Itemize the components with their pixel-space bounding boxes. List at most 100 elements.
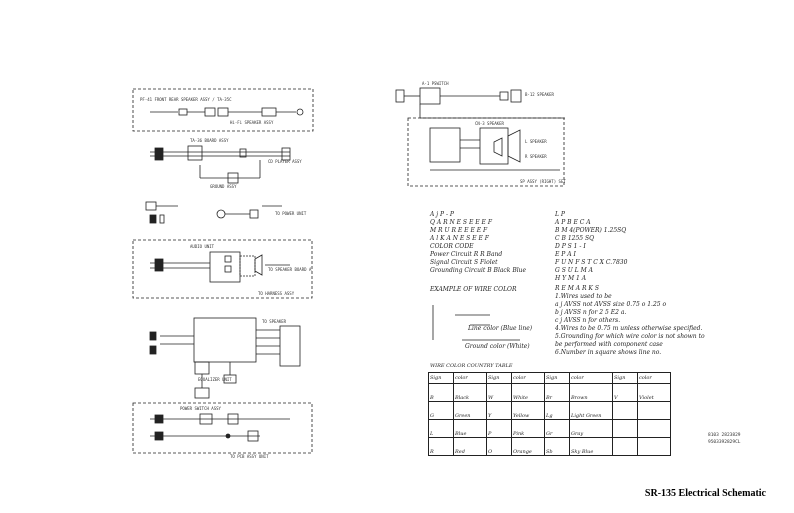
table-cell: Sky Blue <box>569 437 613 456</box>
header-cell: color <box>453 372 487 384</box>
label-speaker-assy: PF-41 FRONT REAR SPEAKER ASSY / TA-35C <box>140 97 232 102</box>
wire-table-header: Sign color Sign color Sign color Sign co… <box>428 372 671 384</box>
table-cell: Sb <box>544 437 570 456</box>
part-number-2: 9503392829CL <box>708 440 741 445</box>
label-pswitch: A-1 PSWITCH <box>422 81 449 86</box>
header-cell: Sign <box>612 372 638 384</box>
label-sp-assy: SP ASSY (RIGHT) SET <box>520 179 566 184</box>
label-power-switch: POWER SWITCH ASSY <box>180 406 221 411</box>
right-code-8: G S U L M A <box>555 267 593 274</box>
header-cell: Sign <box>428 372 454 384</box>
right-code-4: C B 1255 SQ <box>555 235 595 242</box>
note-3: b j AVSS n for 2 5 E2 a. <box>555 309 627 316</box>
table-cell: Violet <box>637 383 671 402</box>
wire-color-table: Sign color Sign color Sign color Sign co… <box>428 372 671 456</box>
right-top-schematic <box>395 87 565 187</box>
legend-code-2: Q A R N E S E E E F <box>430 219 492 226</box>
wire-table-title: WIRE COLOR COUNTRY TABLE <box>430 363 513 369</box>
table-cell: W <box>486 383 512 402</box>
right-code-3: B M 4(POWER) 1.25SQ <box>555 227 627 234</box>
table-cell: R <box>428 437 454 456</box>
header-cell: color <box>511 372 545 384</box>
header-cell: Sign <box>544 372 570 384</box>
label-harness: TO HARNESS ASSY <box>258 291 295 296</box>
table-cell: Black <box>453 383 487 402</box>
right-code-1: L P <box>555 211 565 218</box>
note-1: 1.Wires used to be <box>555 293 612 300</box>
table-cell: L <box>428 419 454 438</box>
label-power-unit: TO POWER UNIT <box>275 211 307 216</box>
legend-code-3: M R U R E E E E F <box>430 227 488 234</box>
label-cd: CD PLAYER ASSY <box>268 159 302 164</box>
label-cn3: CN-3 SPEAKER <box>475 121 504 126</box>
header-cell: color <box>569 372 613 384</box>
note-6: 5.Grounding for which wire color is not … <box>555 333 705 340</box>
amplifier-block <box>149 317 301 399</box>
wire-example <box>432 305 520 341</box>
header-cell: color <box>637 372 671 384</box>
header-cell: Sign <box>486 372 512 384</box>
table-cell <box>612 437 638 456</box>
table-cell: Yellow <box>511 401 545 420</box>
legend-code-1: A j P - P <box>430 211 454 218</box>
table-cell: B <box>428 383 454 402</box>
table-row: R Red O Orange Sb Sky Blue <box>428 437 671 456</box>
table-cell <box>612 419 638 438</box>
table-cell <box>612 401 638 420</box>
color-code-line-2: Signal Circuit S Fiolet <box>430 259 498 266</box>
table-cell: Pink <box>511 419 545 438</box>
right-code-2: A P B E C A <box>555 219 591 226</box>
table-row: B Black W White Br Brown V Violet <box>428 383 671 402</box>
label-ground: GROUND ASSY <box>210 184 237 189</box>
example-ground-label: Ground color (White) <box>465 343 530 350</box>
table-cell: O <box>486 437 512 456</box>
note-5: 4.Wires to be 0.75 m unless otherwise sp… <box>555 325 703 332</box>
right-code-6: E P A I <box>555 251 576 258</box>
table-cell: Green <box>453 401 487 420</box>
table-cell: Brown <box>569 383 613 402</box>
table-cell: Red <box>453 437 487 456</box>
right-code-5: D P S 1 - I <box>555 243 586 250</box>
component-block <box>145 201 282 224</box>
page-caption: SR-135 Electrical Schematic <box>644 488 766 499</box>
table-cell: Br <box>544 383 570 402</box>
note-7: be performed with component case <box>555 341 663 348</box>
table-cell <box>637 419 671 438</box>
label-hifi: Hi-Fi SPEAKER ASSY <box>230 120 274 125</box>
notes-heading: R E M A R K S <box>555 285 599 292</box>
table-row: G Green Y Yellow Lg Light Green <box>428 401 671 420</box>
label-board: TA-36 BOARD ASSY <box>190 138 229 143</box>
right-code-9: H Y M 1 A <box>555 275 587 282</box>
table-cell: Lg <box>544 401 570 420</box>
speaker-box-top <box>132 88 314 132</box>
note-2: a j AVSS not AVSS size 0.75 o 1.25 o <box>555 301 667 308</box>
color-code-line-1: Power Circuit R R Band <box>430 251 503 258</box>
label-speaker: TO SPEAKER <box>262 319 287 324</box>
color-code-heading: COLOR CODE <box>430 243 474 250</box>
right-code-7: F U N F S T C X C.7830 <box>555 259 628 266</box>
example-heading: EXAMPLE OF WIRE COLOR <box>430 286 517 293</box>
table-row: L Blue P Pink Gr Gray <box>428 419 671 438</box>
note-8: 6.Number in square shows line no. <box>555 349 662 356</box>
label-b12: B-12 SPEAKER <box>525 92 554 97</box>
label-equalizer: EQUALIZER UNIT <box>198 377 232 382</box>
table-cell: White <box>511 383 545 402</box>
table-cell: Gray <box>569 419 613 438</box>
label-audio: AUDIO UNIT <box>190 244 215 249</box>
harness-block <box>150 145 291 184</box>
color-code-line-3: Grounding Circuit B Black Blue <box>430 267 527 274</box>
table-cell: Light Green <box>569 401 613 420</box>
table-cell <box>637 437 671 456</box>
table-cell: Orange <box>511 437 545 456</box>
example-line-label: Line color (Blue line) <box>468 325 533 332</box>
note-4: c j AVSS n for others. <box>555 317 621 324</box>
label-pcb: TO PCB ASSY UNIT <box>230 454 269 459</box>
table-cell <box>637 401 671 420</box>
table-cell: P <box>486 419 512 438</box>
table-cell: Y <box>486 401 512 420</box>
table-cell: Gr <box>544 419 570 438</box>
label-r-speaker: R SPEAKER <box>525 154 547 159</box>
power-switch-block <box>132 402 313 454</box>
label-spk-board: TO SPEAKER BOARD A <box>268 267 312 272</box>
